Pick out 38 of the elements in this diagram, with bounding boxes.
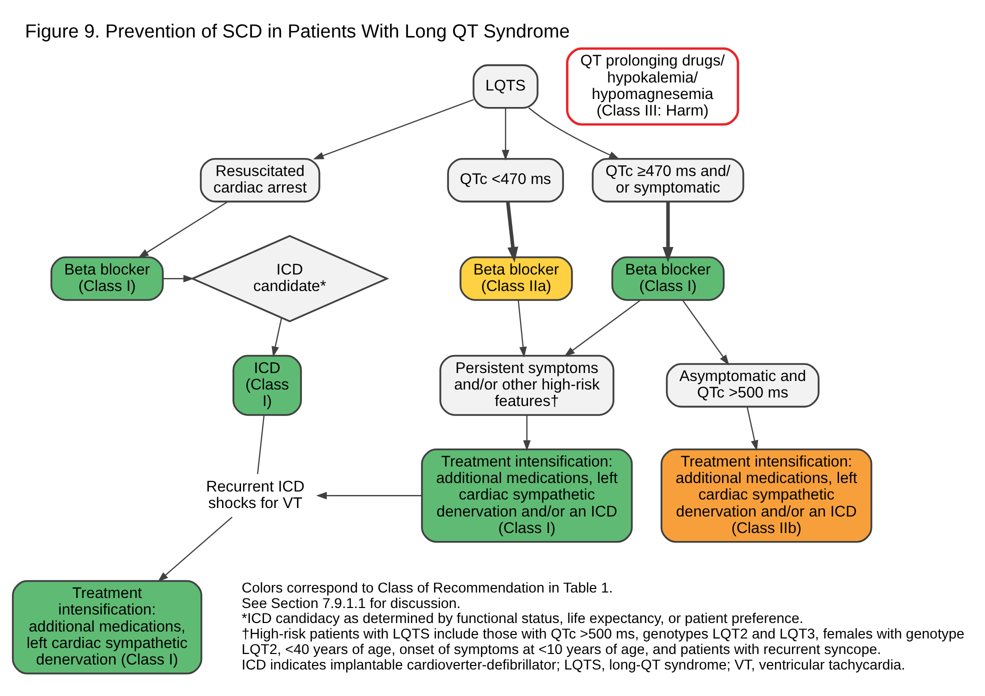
node-box: Beta blocker (Class I) [611,256,725,301]
arrow [746,406,758,451]
arrow [662,202,674,262]
node-box: Treatment intensification: additional medications, left cardiac sympathetic denervation (Class I) [12,580,202,674]
arrow [523,415,531,451]
arrow [163,274,194,282]
node-box: QTc ≥470 ms and/ or symptomatic [592,158,744,202]
label: *ICD candidacy as determined by functional status, life expectancy, or patient preference. [242,611,804,628]
arrow [313,99,474,160]
arrow [272,318,282,358]
arrow [528,107,620,160]
node-diamond: ICD candidate* [190,234,390,322]
arrow [506,202,518,262]
node-box: Treatment intensification: additional medications, left cardiac sympathetic denervation and/or an ICD (Class IIb) [660,448,872,543]
node-box: QT prolonging drugs/ hypokalemia/ hypomagnesemia (Class III: Harm) [566,47,740,126]
node-box: ICD (Class I) [232,354,302,416]
arrow [518,300,527,358]
node-box: Beta blocker (Class IIa) [460,256,573,301]
arrow [682,300,730,366]
arrow [502,108,510,161]
node-box: QTc <470 ms [447,158,564,202]
arrow [158,516,233,582]
label: See Section 7.9.1.1 for discussion. [242,596,461,612]
diagram-title: Figure 9. Prevention of SCD in Patients With Long QT Syndrome [25,22,570,43]
node-box: Treatment intensification: additional medications, left cardiac sympathetic denervation and/or an ICD (Class I) [421,448,633,543]
label: Colors correspond to Class of Recommendation in Table 1. [242,580,613,596]
connector [256,415,265,474]
arrow [138,201,228,258]
label: †High-risk patients with LQTS include those with QTc >500 ms, genotypes LQT2 and LQT3, females with genotype LQT2, <40 years of age, onset of symptoms at <10 years of age, and patients with recurrent syncope. [242,626,964,658]
node-text: Recurrent ICD shocks for VT [206,478,305,512]
node-box: Asymptomatic and QTc >500 ms [666,363,820,408]
node-box: Resuscitated cardiac arrest [200,158,320,202]
label: ICD indicates implantable cardioverter-defibrillator; LQTS, long-QT syndrome; VT, ventricular tachycardia. [242,657,906,674]
arrow [564,300,641,357]
node-box: Beta blocker (Class I) [50,256,164,301]
node-box: LQTS [472,64,538,109]
arrow [316,492,422,500]
node-box: Persistent symptoms and/or other high-risk features† [439,354,614,416]
